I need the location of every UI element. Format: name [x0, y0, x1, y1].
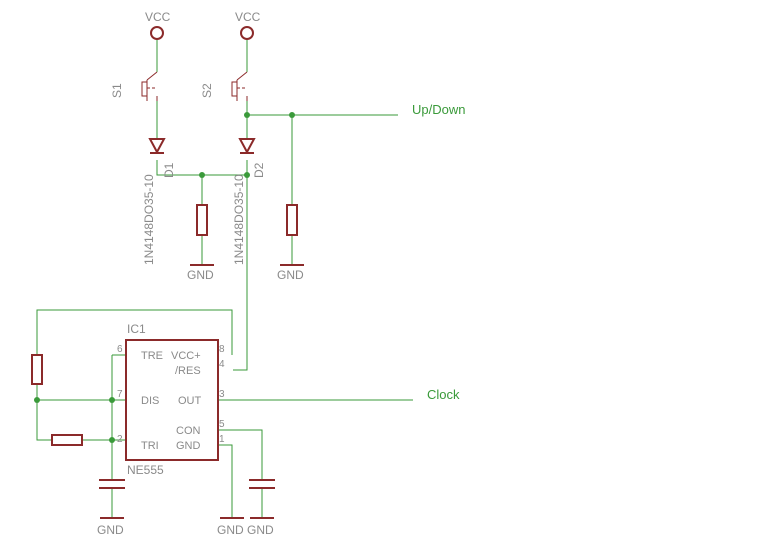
junction-dot — [289, 112, 295, 118]
ic-pin-name: DIS — [141, 395, 159, 407]
ground-symbol-2: GND — [277, 264, 304, 282]
ground-symbol-4: GND — [217, 517, 244, 537]
diode-value-d1: 1N4148DO35-10 — [142, 174, 156, 265]
diode-value-d2: 1N4148DO35-10 — [232, 174, 246, 265]
capacitor-control — [249, 479, 275, 489]
diode-d1: D1 1N4148DO35-10 — [142, 138, 176, 265]
resistor-pulldown-d1 — [196, 204, 208, 236]
ground-symbol-1: GND — [187, 264, 214, 282]
ic-pin-number: 8 — [219, 344, 225, 355]
resistor-pulldown-updown — [286, 204, 298, 236]
junction-dot — [199, 172, 205, 178]
ic-pin-name: OUT — [178, 395, 202, 407]
ic-pin-name: CON — [176, 425, 201, 437]
net-label-up-down: Up/Down — [412, 102, 465, 117]
ic-pin-number: 3 — [219, 389, 225, 400]
ic-pin-name: VCC+ — [171, 350, 201, 362]
switch-s2: S2 — [200, 71, 248, 101]
wires — [36, 38, 413, 518]
diode-name-d1: D1 — [162, 162, 176, 178]
ic-body — [125, 339, 219, 461]
resistor-timing-vertical — [31, 354, 43, 385]
junction-dot — [109, 437, 115, 443]
junctions — [34, 112, 295, 443]
junction-dot — [244, 172, 250, 178]
ic-pin-number: 6 — [117, 344, 123, 355]
ic-pin-number: 2 — [117, 434, 123, 445]
ic-pin-name: /RES — [175, 365, 201, 377]
switch-label-s2: S2 — [200, 83, 214, 98]
ic-ne555: IC1 NE555 6 TRE 7 DIS 2 TRI 8 VCC+ 4 /RE… — [117, 322, 225, 477]
gnd-label-5: GND — [247, 523, 274, 537]
gnd-label-3: GND — [97, 523, 124, 537]
switch-s1: S1 — [110, 71, 158, 101]
junction-dot — [244, 112, 250, 118]
capacitor-timing — [99, 479, 125, 489]
net-label-clock: Clock — [427, 387, 460, 402]
ic-pin-name: TRI — [141, 440, 159, 452]
ic-pin-name: TRE — [141, 350, 163, 362]
vcc-supply-1: VCC — [145, 10, 171, 40]
ground-symbol-5: GND — [247, 517, 274, 537]
ic-pin-number: 1 — [219, 434, 225, 445]
vcc-supply-2: VCC — [235, 10, 261, 40]
diode-d2: D2 1N4148DO35-10 — [232, 138, 266, 265]
gnd-label-1: GND — [187, 268, 214, 282]
gnd-label-4: GND — [217, 523, 244, 537]
diode-name-d2: D2 — [252, 162, 266, 178]
ic-pin-number: 5 — [219, 419, 225, 430]
switch-label-s1: S1 — [110, 83, 124, 98]
ic-pin-name: GND — [176, 440, 201, 452]
junction-dot — [109, 397, 115, 403]
ic-value: NE555 — [127, 463, 164, 477]
resistor-timing-horizontal — [51, 434, 83, 446]
gnd-label-2: GND — [277, 268, 304, 282]
ground-symbol-3: GND — [97, 517, 124, 537]
junction-dot — [34, 397, 40, 403]
vcc-label-1: VCC — [145, 10, 171, 24]
vcc-label-2: VCC — [235, 10, 261, 24]
ic-pin-number: 7 — [117, 389, 123, 400]
ic-name: IC1 — [127, 322, 146, 336]
ic-pin-number: 4 — [219, 359, 225, 370]
